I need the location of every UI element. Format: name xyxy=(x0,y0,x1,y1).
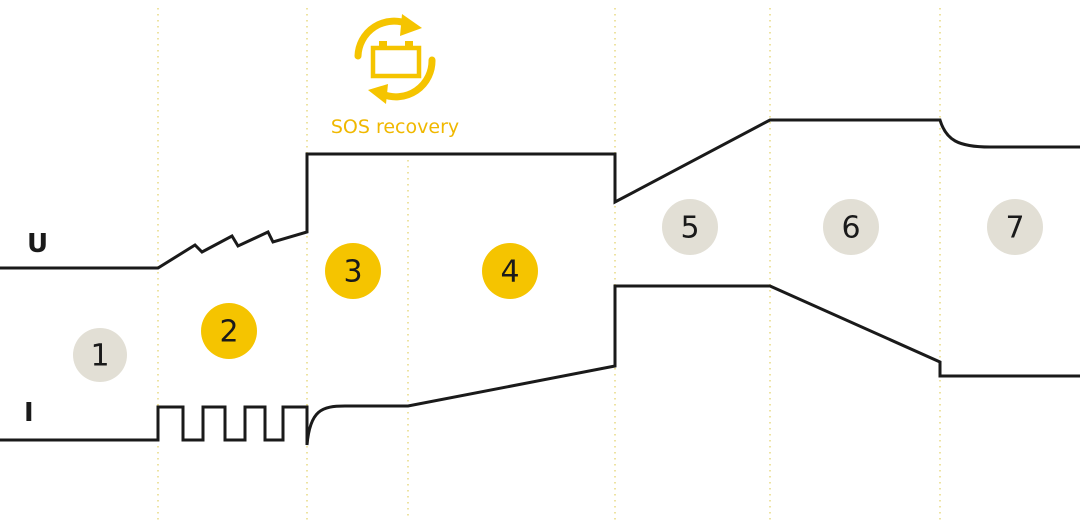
stage-marker: 5 xyxy=(662,199,718,255)
stage-circle xyxy=(987,199,1043,255)
stage-number: 2 xyxy=(219,315,238,350)
stage-number: 3 xyxy=(343,255,362,290)
stage-circle xyxy=(482,243,538,299)
battery-body xyxy=(370,45,422,79)
recycle-arrowhead-upper xyxy=(400,14,422,36)
stage-circle xyxy=(662,199,718,255)
stage-marker: 6 xyxy=(823,199,879,255)
stage-marker: 2 xyxy=(201,303,257,359)
current-curve xyxy=(0,284,1080,446)
stage-number: 6 xyxy=(841,211,860,246)
battery-recycle-icon xyxy=(354,14,436,104)
stage-marker: 3 xyxy=(325,243,381,299)
battery-terminal xyxy=(405,41,413,47)
stage-marker: 1 xyxy=(73,328,127,382)
stage-number: 1 xyxy=(90,339,109,374)
stage-number: 4 xyxy=(500,255,519,290)
stage-dividers xyxy=(157,8,941,520)
recycle-arrowhead-lower xyxy=(368,84,388,104)
recycle-arrow-upper xyxy=(354,17,412,60)
stage-circle xyxy=(823,199,879,255)
stage-number: 7 xyxy=(1005,211,1024,246)
battery-terminal xyxy=(379,41,387,47)
current-label: I xyxy=(24,398,34,428)
stage-circle xyxy=(325,243,381,299)
sos-recovery-label: SOS recovery xyxy=(331,116,459,138)
voltage-curve xyxy=(0,118,1080,270)
stage-circle xyxy=(73,328,127,382)
stage-markers: 1 2 3 4 5 6 7 xyxy=(73,199,1043,382)
stage-marker: 7 xyxy=(987,199,1043,255)
stage-circle xyxy=(201,303,257,359)
recycle-arrow-lower xyxy=(378,56,436,101)
stage-number: 5 xyxy=(680,211,699,246)
stage-marker: 4 xyxy=(482,243,538,299)
voltage-label: U xyxy=(27,229,48,259)
